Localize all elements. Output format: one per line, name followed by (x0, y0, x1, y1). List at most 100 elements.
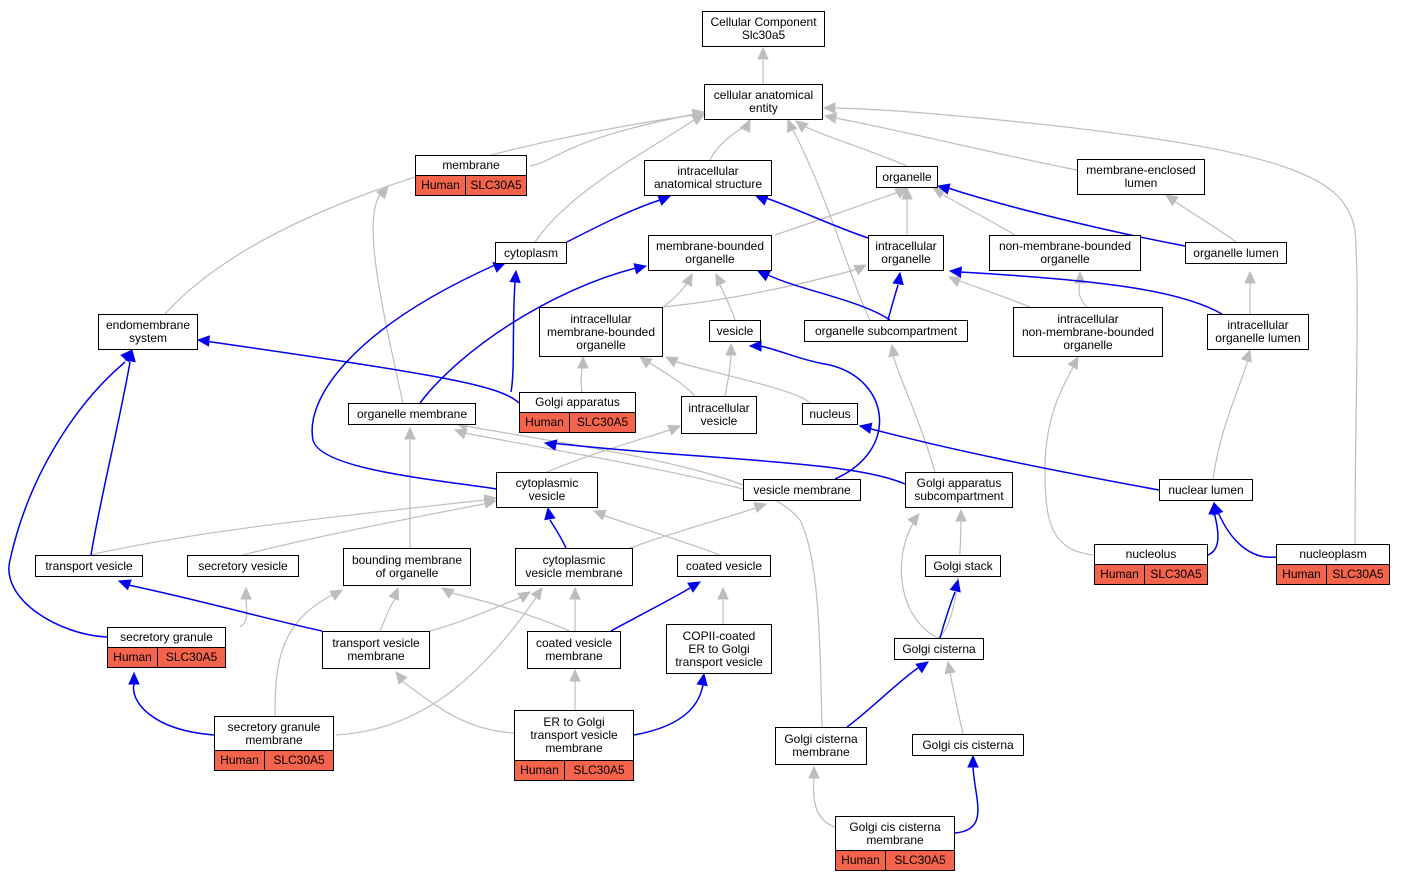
is-a-edge (709, 123, 749, 161)
annotation-species[interactable]: Human (215, 751, 265, 770)
part-of-edge (551, 442, 906, 485)
go-term-cytoplasm[interactable]: cytoplasm (495, 242, 567, 264)
annotation-gene[interactable]: SLC30A5 (1145, 565, 1207, 584)
is-a-arrowhead (725, 342, 737, 356)
go-term-transport-vesicle-membrane[interactable]: transport vesicle membrane (322, 631, 430, 669)
is-a-edge (242, 501, 495, 556)
is-a-edge (89, 498, 495, 556)
go-term-membrane-enclosed-lumen[interactable]: membrane-enclosed lumen (1077, 159, 1205, 195)
annotation-species[interactable]: Human (416, 176, 466, 195)
part-of-arrowhead (858, 422, 873, 434)
go-term-label: secretory granule (120, 630, 213, 644)
go-term-intracellular-vesicle[interactable]: intracellular vesicle (681, 396, 757, 434)
part-of-edge (311, 264, 498, 490)
is-a-arrowhead (664, 356, 679, 368)
annotation-species[interactable]: Human (836, 851, 886, 870)
go-term-organelle-lumen[interactable]: organelle lumen (1185, 242, 1287, 264)
go-term-vesicle-membrane[interactable]: vesicle membrane (743, 479, 861, 501)
annotation-species[interactable]: Human (1277, 565, 1327, 584)
annotation-gene[interactable]: SLC30A5 (1327, 565, 1389, 584)
is-a-arrowhead (757, 46, 769, 60)
go-term-label: ER to Golgi transport vesicle membrane (530, 715, 618, 755)
go-term-golgi-cisterna-membrane[interactable]: Golgi cisterna membrane (775, 727, 867, 765)
is-a-edge (372, 189, 404, 404)
go-term-nucleus[interactable]: nucleus (802, 403, 858, 425)
go-term-label: secretory granule membrane (227, 719, 321, 747)
go-term-intracellular-anatomical-structure[interactable]: intracellular anatomical structure (644, 160, 772, 196)
go-term-copii-coated-vesicle[interactable]: COPII-coated ER to Golgi transport vesic… (666, 624, 772, 674)
annotation-gene[interactable]: SLC30A5 (265, 751, 333, 770)
go-term-coated-vesicle-membrane[interactable]: coated vesicle membrane (527, 631, 621, 669)
annotation-species[interactable]: Human (515, 761, 565, 780)
go-term-cellular-anatomical-entity[interactable]: cellular anatomical entity (704, 84, 823, 120)
go-term-golgi-stack[interactable]: Golgi stack (925, 555, 1001, 577)
is-a-edge (825, 107, 1358, 545)
go-term-transport-vesicle[interactable]: transport vesicle (35, 555, 143, 577)
go-term-non-membrane-bounded-organelle[interactable]: non-membrane-bounded organelle (989, 235, 1141, 271)
is-a-arrowhead (388, 586, 400, 601)
go-term-golgi-cisterna[interactable]: Golgi cisterna (894, 638, 984, 660)
annotation-species[interactable]: Human (520, 413, 570, 432)
go-term-intracellular-organelle-lumen[interactable]: intracellular organelle lumen (1207, 314, 1309, 350)
part-of-edge (767, 274, 891, 321)
is-a-arrowhead (404, 426, 416, 440)
go-term-nuclear-lumen[interactable]: nuclear lumen (1159, 479, 1253, 501)
go-term-golgi-cis-cisterna[interactable]: Golgi cis cisterna (912, 734, 1024, 756)
part-of-edge (8, 361, 126, 638)
part-of-arrowhead (544, 506, 556, 521)
part-of-edge (1217, 511, 1277, 558)
part-of-edge (132, 683, 215, 736)
go-term-cytoplasmic-vesicle[interactable]: cytoplasmic vesicle (496, 472, 598, 508)
is-a-edge (1212, 359, 1249, 480)
is-a-arrowhead (681, 272, 693, 287)
go-term-golgi-apparatus-subcompartment[interactable]: Golgi apparatus subcompartment (905, 472, 1013, 508)
part-of-edge (633, 684, 704, 736)
go-term-secretory-vesicle[interactable]: secretory vesicle (187, 555, 299, 577)
annotation-gene[interactable]: SLC30A5 (886, 851, 954, 870)
part-of-arrowhead (892, 271, 904, 286)
annotation-species[interactable]: Human (108, 648, 158, 667)
is-a-arrowhead (483, 497, 498, 509)
go-term-intracellular-non-membrane-bounded-organelle[interactable]: intracellular non-membrane-bounded organ… (1013, 307, 1163, 357)
go-term-root[interactable]: Cellular Component Slc30a5 (702, 11, 825, 47)
go-term-vesicle[interactable]: vesicle (709, 320, 761, 342)
is-a-arrowhead (822, 102, 836, 114)
go-term-label: Golgi apparatus (535, 395, 620, 409)
go-term-organelle-subcompartment[interactable]: organelle subcompartment (804, 320, 968, 342)
is-a-arrowhead (569, 668, 581, 682)
go-term-organelle-membrane[interactable]: organelle membrane (348, 403, 476, 425)
part-of-arrowhead (657, 195, 672, 206)
go-term-endomembrane-system[interactable]: endomembrane system (98, 314, 198, 350)
go-term-coated-vesicle[interactable]: coated vesicle (677, 555, 771, 577)
is-a-edge (596, 512, 721, 556)
is-a-arrowhead (1244, 270, 1256, 284)
is-a-edge (447, 591, 571, 632)
annotation-gene[interactable]: SLC30A5 (570, 413, 635, 432)
go-term-organelle[interactable]: organelle (876, 166, 938, 188)
is-a-arrowhead (795, 120, 809, 133)
is-a-arrowhead (753, 502, 768, 514)
annotation-species[interactable]: Human (1095, 565, 1145, 584)
is-a-edge (529, 112, 701, 167)
annotation-gene[interactable]: SLC30A5 (565, 761, 633, 780)
is-a-edge (892, 354, 936, 473)
annotation-gene[interactable]: SLC30A5 (158, 648, 225, 667)
go-term-bounding-membrane-of-organelle[interactable]: bounding membrane of organelle (343, 548, 471, 586)
go-term-cytoplasmic-vesicle-membrane[interactable]: cytoplasmic vesicle membrane (515, 548, 633, 586)
is-a-arrowhead (577, 355, 589, 369)
is-a-edge (662, 279, 691, 308)
annotation-gene[interactable]: SLC30A5 (466, 176, 526, 195)
is-a-arrowhead (955, 508, 967, 522)
go-term-intracellular-organelle[interactable]: intracellular organelle (868, 235, 944, 271)
go-term-membrane-bounded-organelle[interactable]: membrane-bounded organelle (648, 235, 772, 271)
go-term-intracellular-membrane-bounded-organelle[interactable]: intracellular membrane-bounded organelle (539, 307, 663, 357)
